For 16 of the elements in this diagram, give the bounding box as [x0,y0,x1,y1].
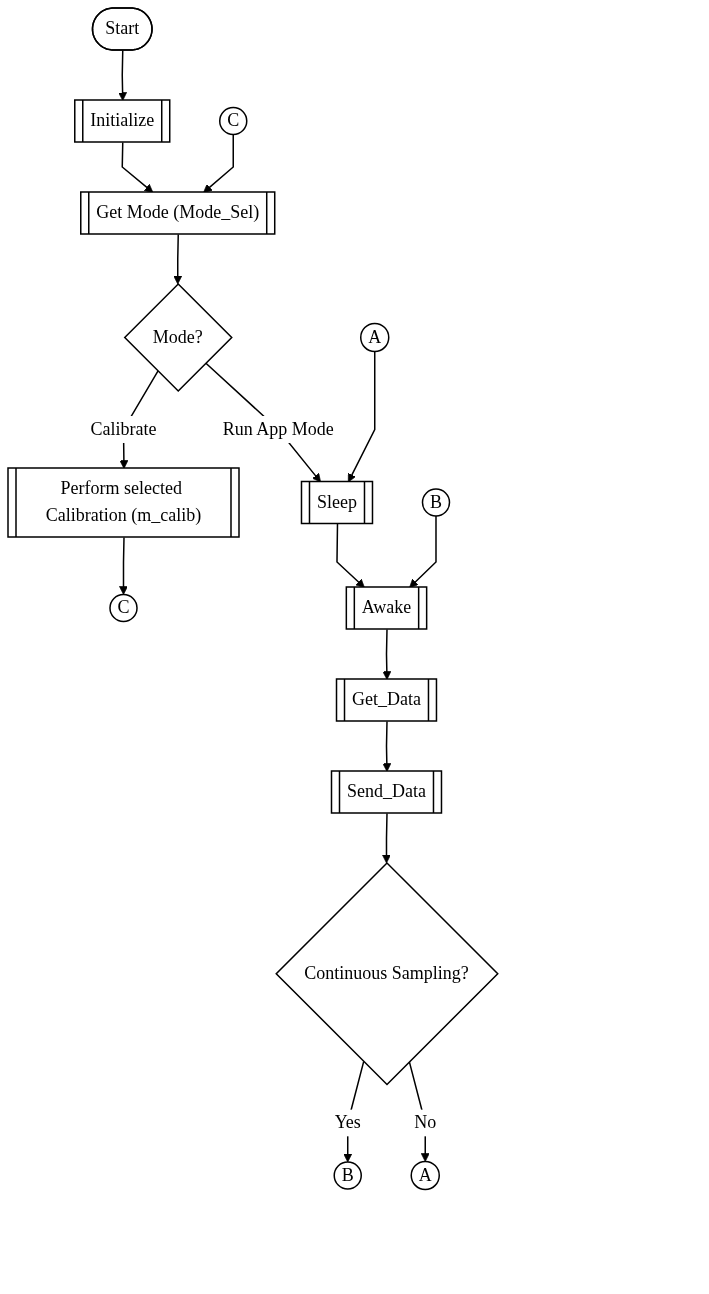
arrow [119,536,128,595]
node-circle: C [109,593,138,623]
arrow [118,49,127,101]
node-circle: C [219,106,248,136]
node-circle: A [410,1160,440,1191]
node-diamond: Continuous Sampling? [275,861,499,1086]
arrow [382,812,391,864]
edge-label: Calibrate [90,418,157,439]
node-circle: B [333,1161,362,1190]
edge-label: No [414,1112,437,1133]
edge-label: Yes [334,1112,361,1133]
arrow [173,233,183,285]
edge-label: Run App Mode [222,418,334,439]
node-circle: A [360,322,390,353]
node-diamond: Mode? [123,282,233,393]
node-circle: B [421,488,451,517]
